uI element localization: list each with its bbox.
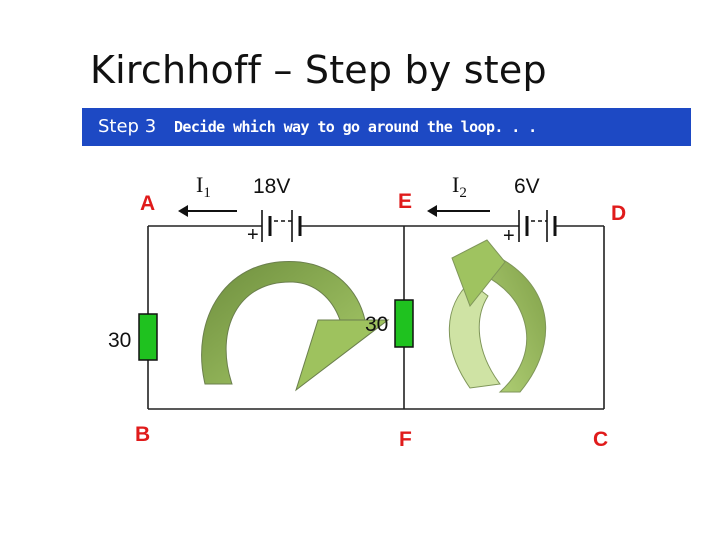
step-label: Step 3 (98, 116, 157, 137)
battery-18v (261, 210, 302, 242)
loop-arrow-right-head (451, 239, 506, 308)
battery-18v-plus: + (247, 224, 259, 246)
current-label-i2: I2 (452, 172, 467, 201)
current-label-i1: I1 (196, 172, 211, 201)
node-label-b: B (135, 423, 150, 446)
current-arrow-i2 (427, 205, 490, 217)
node-label-e: E (398, 190, 412, 213)
resistor-middle (394, 299, 414, 348)
current-arrow-i1 (178, 205, 237, 217)
slide-title: Kirchhoff – Step by step (90, 48, 547, 92)
node-label-a: A (140, 192, 155, 215)
node-label-f: F (399, 428, 412, 451)
resistor-left (138, 313, 158, 361)
node-label-c: C (593, 428, 608, 451)
battery-6v (518, 210, 557, 242)
circuit-wires (147, 225, 605, 410)
resistor-middle-label: 30 (365, 313, 388, 336)
step-description: Decide which way to go around the loop. … (174, 118, 537, 136)
battery-6v-plus: + (503, 225, 515, 247)
step-banner: Step 3 Decide which way to go around the… (82, 108, 691, 146)
battery-6v-label: 6V (514, 175, 540, 198)
loop-arrow-left-head (295, 319, 390, 392)
node-label-d: D (611, 202, 626, 225)
resistor-left-label: 30 (108, 329, 131, 352)
battery-18v-label: 18V (253, 175, 290, 198)
